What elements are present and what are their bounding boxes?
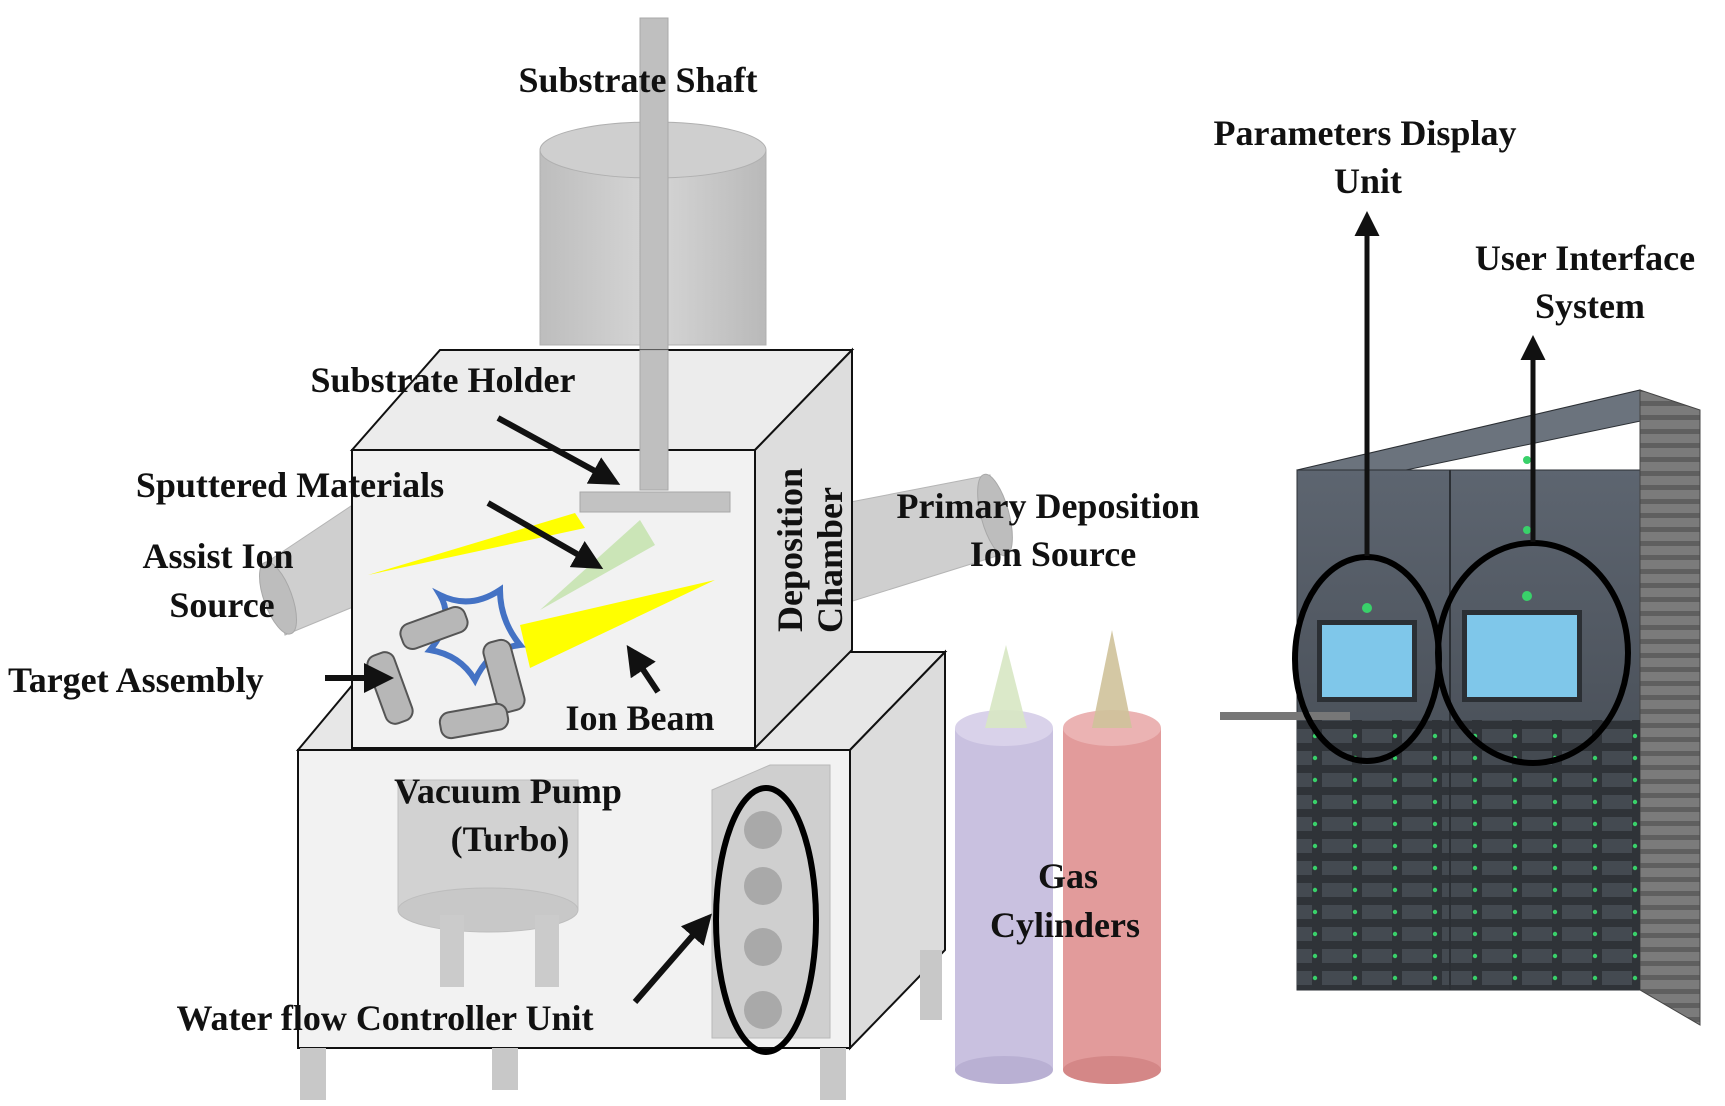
purple-cylinder-cap xyxy=(985,645,1027,728)
control-cabinet xyxy=(1220,389,1701,1026)
label-target-assembly: Target Assembly xyxy=(8,660,264,700)
label-vacuum-pump-line2: (Turbo) xyxy=(451,819,570,859)
annotation-arrows xyxy=(325,211,1546,1004)
label-ion-beam: Ion Beam xyxy=(565,698,714,738)
label-deposition-chamber-line1: Deposition xyxy=(770,468,810,632)
label-user-interface-line1: User Interface xyxy=(1475,238,1695,278)
user-interface-screen xyxy=(1467,615,1577,697)
label-gas-cylinders-line1: Gas xyxy=(1038,856,1098,896)
label-deposition-chamber-line2: Chamber xyxy=(810,487,850,633)
label-primary-deposition-line2: Ion Source xyxy=(970,534,1136,574)
label-substrate-holder: Substrate Holder xyxy=(311,360,576,400)
label-assist-ion-line2: Source xyxy=(169,585,274,625)
label-primary-deposition-line1: Primary Deposition xyxy=(897,486,1200,526)
label-vacuum-pump-line1: Vacuum Pump xyxy=(394,771,622,811)
water-flow-highlight-ellipse xyxy=(713,785,819,1055)
gas-cylinder-purple xyxy=(955,645,1053,1084)
parameters-display-screen xyxy=(1322,625,1412,697)
deposition-chamber xyxy=(349,347,855,751)
red-cylinder-cap xyxy=(1092,630,1132,728)
label-gas-cylinders-line2: Cylinders xyxy=(990,905,1140,945)
label-assist-ion-line1: Assist Ion xyxy=(142,536,293,576)
label-sputtered-materials: Sputtered Materials xyxy=(136,465,444,505)
primary-ion-beam xyxy=(520,580,715,668)
label-user-interface-line2: System xyxy=(1535,286,1645,326)
keyboard-tray xyxy=(1220,712,1350,720)
label-substrate-shaft: Substrate Shaft xyxy=(518,60,757,100)
user-interface-highlight xyxy=(1435,540,1631,766)
label-water-flow-controller: Water flow Controller Unit xyxy=(177,998,594,1038)
primary-deposition-ion-source-tube xyxy=(834,473,1013,606)
target-assembly xyxy=(366,584,526,740)
water-flow-controller-panel xyxy=(711,764,831,1055)
shaft-in-chamber xyxy=(639,349,669,491)
label-parameters-display-line1: Parameters Display xyxy=(1214,113,1517,153)
substrate-holder-plate xyxy=(579,491,731,513)
label-parameters-display-line2: Unit xyxy=(1334,161,1402,201)
gas-cylinder-red xyxy=(1063,630,1161,1084)
